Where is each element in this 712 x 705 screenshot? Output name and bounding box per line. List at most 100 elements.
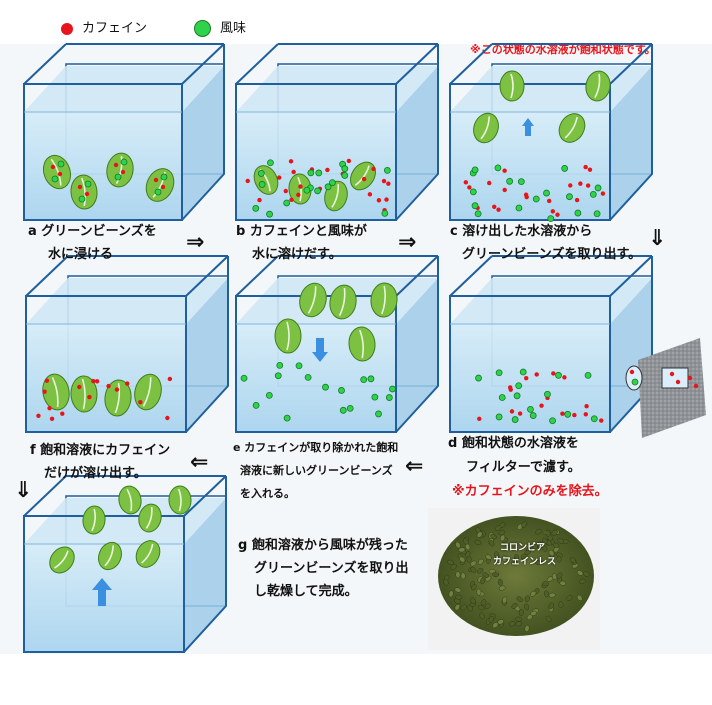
flavor-dot (561, 165, 569, 172)
flavor-dot (495, 413, 503, 421)
caffeine-dot (361, 176, 367, 182)
tank-edge-tl (23, 43, 67, 85)
bean-f (70, 375, 98, 413)
photo-bean (458, 547, 466, 553)
bean-body (329, 284, 357, 320)
photo-bean (488, 615, 494, 623)
bean-crease (331, 184, 340, 208)
flavor-dot (475, 374, 482, 382)
flavor-dot (511, 416, 519, 423)
tank-edge-tr (395, 255, 439, 297)
caffeine-dot (283, 188, 288, 194)
photo-bean (476, 588, 482, 596)
caffeine-legend-dot (61, 23, 73, 35)
flavor-dot (594, 184, 602, 192)
tank-e (235, 255, 439, 433)
flavor-dot (469, 188, 477, 196)
flavor-dot (589, 190, 597, 198)
photo-bean (455, 571, 461, 579)
photo-bean (474, 539, 482, 545)
bean-c (558, 113, 586, 143)
flavor-dot (381, 209, 389, 217)
tank-edge-tl (235, 255, 279, 297)
caffeine-dot (578, 181, 583, 186)
bean-body (473, 112, 499, 144)
bean-crease (359, 329, 364, 359)
water-top (26, 278, 228, 324)
caffeine-dot (346, 158, 352, 164)
photo-bean (455, 594, 463, 600)
photo-bean (495, 525, 502, 531)
flavor-dot (498, 394, 506, 401)
caffeine-dot (583, 164, 588, 170)
photo-bean (576, 570, 584, 576)
caffeine-dot (675, 379, 681, 385)
flavor-dot (564, 410, 572, 418)
flavor-dot (389, 385, 396, 393)
photo-bean (579, 578, 586, 584)
flavor-dot (324, 183, 332, 191)
pipe-inlet (625, 365, 643, 391)
photo-bean (541, 545, 548, 552)
bean-crease (297, 176, 302, 202)
tank-edge-tr (609, 255, 653, 297)
down-arrow-e (312, 338, 328, 362)
photo-bean (454, 587, 462, 593)
bean-crease (104, 545, 114, 567)
photo-bean (501, 555, 507, 562)
caffeine-dot (574, 197, 580, 203)
flavor-dot (57, 160, 65, 168)
caffeine-dot (587, 167, 593, 172)
photo-bean (532, 543, 538, 550)
caffeine-dot (524, 375, 529, 381)
flavor-dot (385, 394, 393, 401)
flavor-dot (257, 170, 265, 177)
caffeine-dot (165, 415, 170, 421)
tank-edge-tr (185, 255, 229, 297)
flavor-dot (519, 368, 527, 376)
photo-bean (530, 610, 537, 616)
tank-edge-br (185, 385, 229, 433)
bean-body (98, 541, 122, 571)
step-f-line2: だけが溶け出す。 (44, 466, 147, 481)
photo-bean (520, 553, 528, 559)
tank-edge-tr (183, 475, 227, 517)
flavor-dot (252, 204, 260, 212)
caffeine-dot (584, 404, 589, 409)
tank-front-edge (235, 83, 397, 221)
flavor-dot (375, 410, 382, 418)
caffeine-dot (560, 411, 565, 416)
arrow-d-to-e: ⇐ (405, 454, 424, 479)
flavor-dot (543, 189, 550, 197)
photo-bean (556, 572, 563, 579)
flavor-dot (258, 181, 266, 188)
photo-bean (515, 621, 523, 627)
bean-body (585, 70, 611, 102)
caffeine-dot (47, 405, 52, 411)
caffeine-dot (138, 399, 143, 405)
flavor-dot (360, 376, 368, 384)
photo-bean (488, 539, 495, 547)
flavor-dot (566, 193, 573, 201)
arrow-a-to-b: ⇒ (186, 230, 205, 255)
bean-body (348, 326, 376, 362)
caffeine-dot (160, 184, 166, 190)
photo-bean (521, 521, 527, 528)
bean-c (499, 70, 525, 102)
caffeine-dot (477, 416, 482, 421)
flavor-dot (267, 159, 274, 167)
caffeine-dot (463, 180, 469, 185)
caffeine-dot (517, 411, 523, 416)
caffeine-dot (523, 192, 529, 197)
flavor-dot (574, 209, 582, 217)
caffeine-dot (629, 369, 635, 375)
step-g-line2: グリーンビーンズを取り出 (254, 561, 409, 576)
flavor-dot (631, 378, 639, 386)
flavor-dot (341, 172, 349, 179)
bean-crease (141, 543, 154, 564)
tank-edge-tr (395, 43, 439, 85)
caffeine-dot (153, 177, 159, 183)
flavor-dot (329, 179, 336, 186)
flavor-dot (322, 383, 329, 391)
